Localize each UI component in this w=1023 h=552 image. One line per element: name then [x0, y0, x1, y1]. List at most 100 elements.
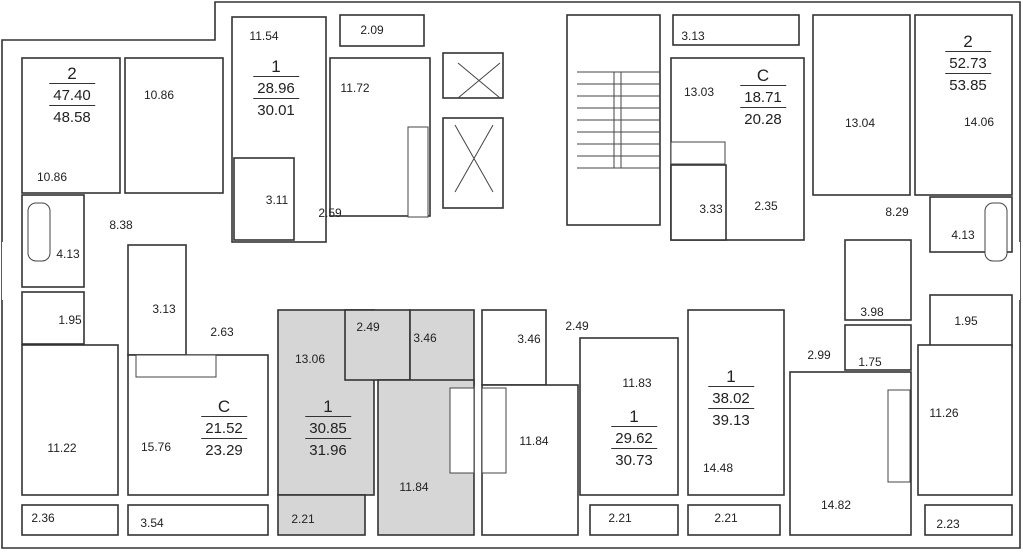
kitchen-counter [481, 387, 507, 474]
apartment-total: 48.58 [49, 105, 95, 127]
wc-1-95-right [929, 294, 1013, 348]
apartment-area: 28.96 [253, 76, 299, 98]
room-14-48 [687, 309, 785, 496]
balcony-3-54 [127, 504, 269, 536]
wc-1-95-left [21, 291, 85, 345]
room-area: 14.82 [820, 498, 852, 512]
room-area: 14.06 [963, 115, 995, 129]
apartment-area: 29.62 [611, 426, 657, 448]
room-area: 4.13 [56, 247, 80, 261]
room-area: 2.99 [807, 348, 831, 362]
apartment-rooms: 2 [67, 64, 77, 83]
room-area: 11.26 [929, 406, 959, 420]
room-area: 3.33 [699, 202, 723, 216]
apartment-rooms: 1 [323, 397, 333, 416]
room-bedroom-47 [21, 57, 121, 194]
room-area: 3.46 [413, 331, 437, 345]
room-area: 2.59 [318, 206, 342, 220]
studio-21-52 [127, 354, 269, 496]
room-11-83 [579, 337, 679, 496]
apartment-label: 1 38.02 39.13 [708, 367, 754, 430]
bath-3-11 [233, 157, 295, 241]
room-area: 1.95 [58, 313, 82, 327]
wc-1-75 [844, 324, 912, 371]
elevator-cross-icon [457, 62, 501, 99]
room-area: 8.29 [885, 205, 909, 219]
room-14-06 [914, 14, 1013, 196]
kitchen-counter [407, 126, 429, 218]
room-area: 3.46 [517, 332, 541, 346]
bath-3-98 [844, 239, 912, 321]
apartment-rooms: 2 [963, 32, 973, 51]
balcony-2-21 [687, 504, 781, 536]
apartment-area: 38.02 [708, 386, 754, 408]
room-area: 3.54 [140, 516, 164, 530]
room-area: 14.48 [702, 461, 734, 475]
bath-3-46 [481, 309, 547, 386]
apartment-area: 30.85 [305, 416, 351, 438]
room-area: 15.76 [140, 440, 172, 454]
room-area: 2.23 [936, 517, 960, 531]
room-area: 11.54 [249, 29, 279, 43]
apartment-label: C 18.71 20.28 [740, 66, 786, 129]
apartment-area: 21.52 [201, 416, 247, 438]
apartment-rooms: 1 [271, 57, 281, 76]
room-area: 3.13 [152, 302, 176, 316]
room-area: 2.63 [210, 325, 234, 339]
room-10-86 [124, 57, 224, 194]
stairs-icon [577, 71, 660, 169]
apartment-total: 31.96 [305, 438, 351, 460]
room-area: 11.83 [622, 376, 652, 390]
room-area: 3.98 [860, 305, 884, 319]
bathtub-icon [27, 202, 51, 262]
room-area: 3.11 [265, 193, 289, 207]
room-13-04 [812, 14, 911, 196]
apartment-total: 30.01 [253, 98, 299, 120]
room-area: 2.49 [356, 320, 380, 334]
apartment-total: 23.29 [201, 438, 247, 460]
balcony-2-21 [589, 504, 679, 536]
highlighted-balcony-2-21 [277, 494, 366, 536]
room-area: 2.21 [291, 512, 315, 526]
apartment-area: 52.73 [945, 51, 991, 73]
room-area: 3.13 [681, 29, 705, 43]
room-11-22 [21, 344, 119, 496]
apartment-label: 2 47.40 48.58 [49, 64, 95, 127]
room-area: 11.84 [519, 434, 549, 448]
apartment-label: 2 52.73 53.85 [945, 32, 991, 95]
room-area: 10.86 [36, 170, 68, 184]
apartment-rooms: 1 [629, 407, 639, 426]
room-area: 8.38 [109, 218, 133, 232]
balcony-2-09 [339, 14, 425, 47]
room-area: 1.75 [858, 355, 882, 369]
apartment-rooms: C [217, 397, 231, 416]
highlighted-bath-3-46 [409, 309, 475, 386]
apartment-label: 1 30.85 31.96 [305, 397, 351, 460]
apartment-label: 1 29.62 30.73 [611, 407, 657, 470]
room-area: 10.86 [143, 88, 175, 102]
apartment-area: 18.71 [740, 85, 786, 107]
kitchen-counter [887, 389, 911, 483]
kitchen-counter [670, 141, 726, 165]
room-area: 1.95 [954, 314, 978, 328]
bath-3-33 [670, 164, 727, 241]
room-area: 2.09 [360, 23, 384, 37]
elevator-cross-icon [454, 124, 494, 193]
room-area: 2.49 [565, 319, 589, 333]
room-area: 13.06 [294, 352, 326, 366]
highlighted-hall-2-49 [344, 309, 411, 381]
apartment-label: C 21.52 23.29 [201, 397, 247, 460]
apartment-total: 20.28 [740, 107, 786, 129]
kitchen-counter [449, 387, 475, 474]
room-area: 2.21 [608, 511, 632, 525]
room-area: 2.36 [31, 511, 55, 525]
apartment-rooms: C [756, 66, 770, 85]
room-area: 13.03 [683, 85, 715, 99]
apartment-total: 39.13 [708, 408, 754, 430]
apartment-rooms: 1 [726, 367, 736, 386]
room-11-26 [917, 344, 1013, 496]
apartment-total: 53.85 [945, 73, 991, 95]
bath-3-13 [127, 244, 187, 356]
room-area: 2.21 [714, 511, 738, 525]
room-area: 13.04 [844, 116, 876, 130]
